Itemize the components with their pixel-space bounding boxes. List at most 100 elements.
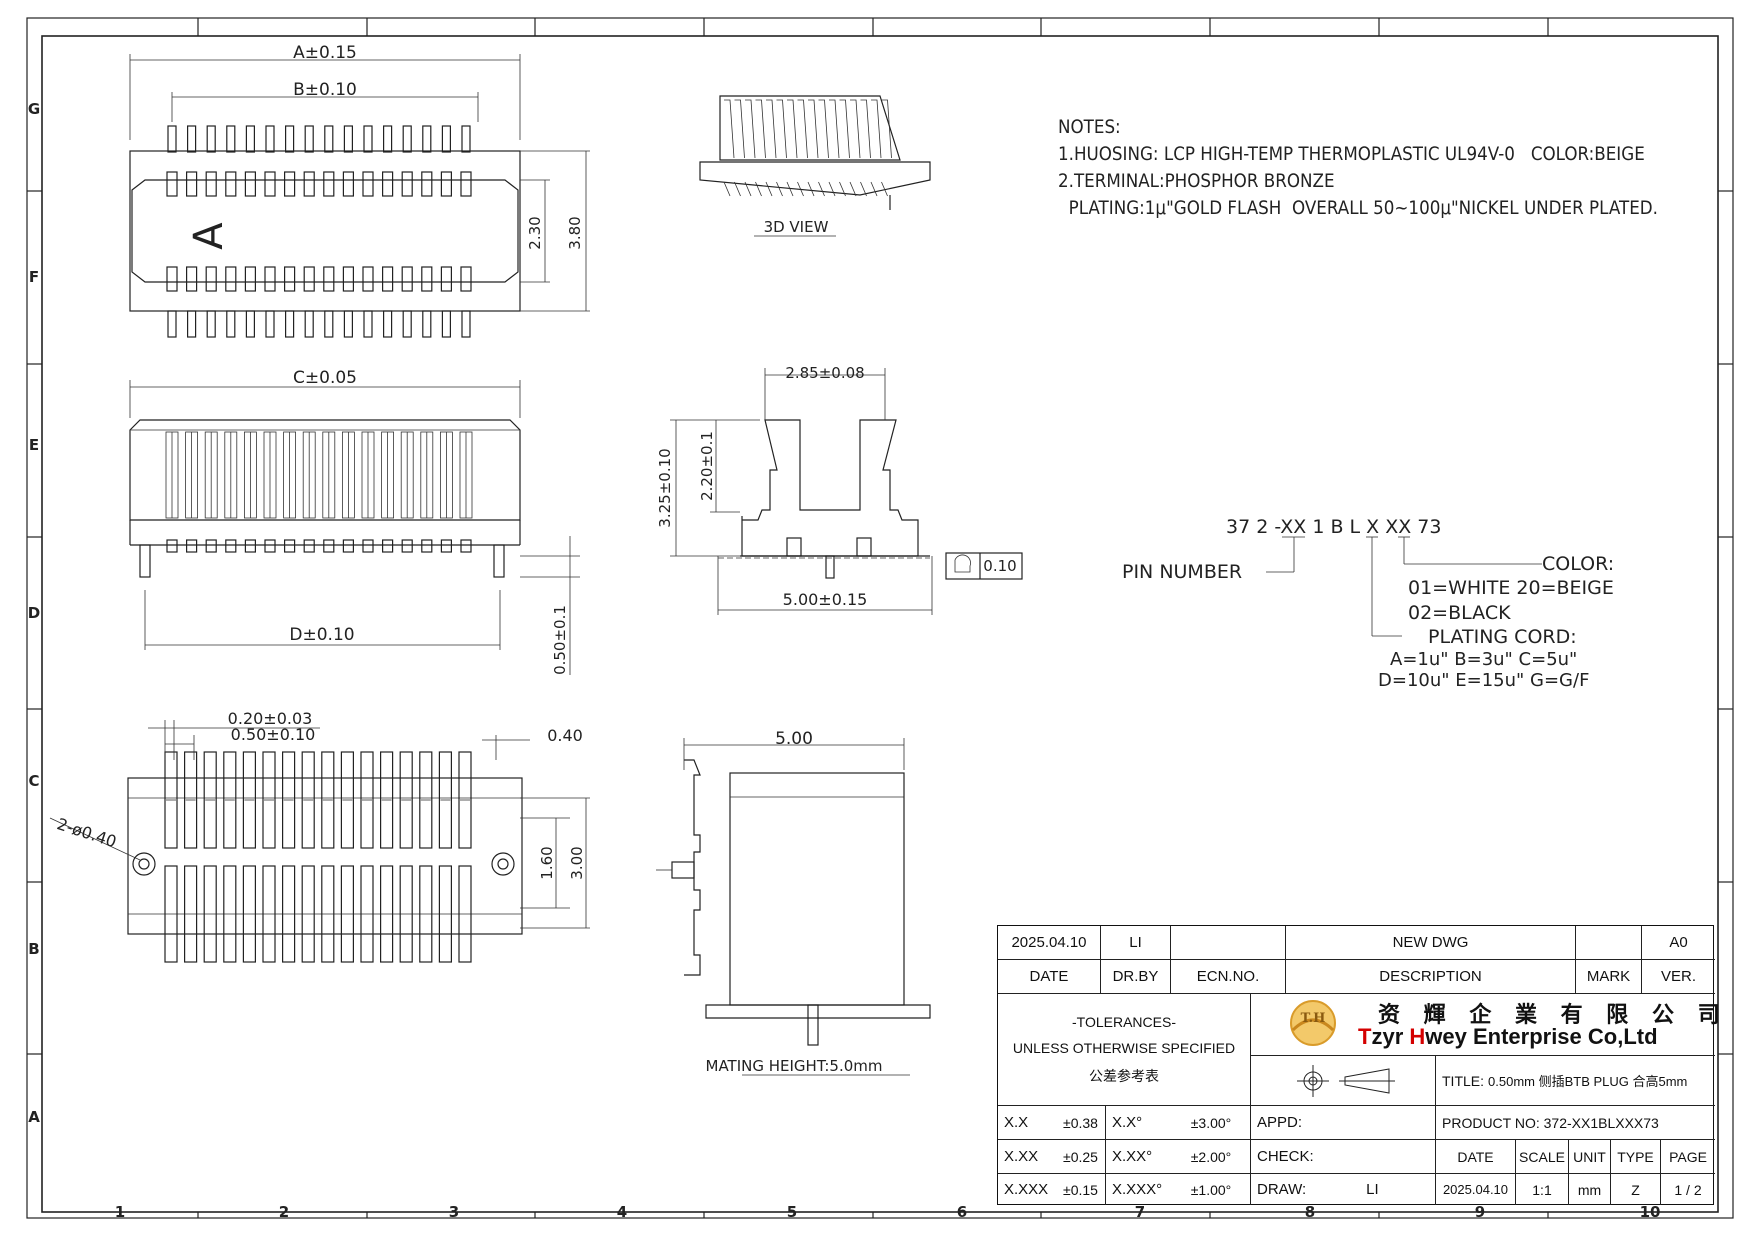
tolerances-box: -TOLERANCES- UNLESS OTHERWISE SPECIFIED … xyxy=(998,994,1251,1106)
tol-subtitle: UNLESS OTHERWISE SPECIFIED xyxy=(1012,1039,1236,1056)
grid-col-8: 8 xyxy=(1305,1203,1315,1221)
pad xyxy=(284,266,296,292)
rev-desc: NEW DWG xyxy=(1286,926,1576,960)
mated-side-view: 5.00 MATING HEIGHT:5.0mm xyxy=(656,729,931,1076)
iso-contact xyxy=(839,99,850,159)
hdr-drby: DR.BY xyxy=(1101,960,1171,994)
iso-leg xyxy=(881,181,888,197)
pad xyxy=(421,266,433,292)
front-view-pads xyxy=(166,539,472,553)
iso-contact xyxy=(850,99,861,159)
iso-leg xyxy=(828,181,836,197)
side-view: 2.85±0.08 3.25±0.10 2.20±0.1 5.00±0.15 0… xyxy=(656,364,1023,615)
title-value: 0.50mm 侧插BTB PLUG 合高5mm xyxy=(1488,1074,1688,1089)
dim-3-25: 3.25±0.10 xyxy=(656,448,674,527)
iso-leg xyxy=(723,181,731,197)
pin xyxy=(321,865,335,963)
pin xyxy=(167,310,177,338)
pad xyxy=(342,171,354,197)
dim-5-00: 5.00 xyxy=(775,729,813,749)
pad xyxy=(244,266,256,292)
iso-leg xyxy=(860,181,867,197)
pin xyxy=(441,310,451,338)
title-label: TITLE: xyxy=(1442,1072,1485,1089)
company-name-zyr: zyr xyxy=(1371,1024,1410,1049)
pin xyxy=(206,125,216,153)
pad xyxy=(303,171,315,197)
val-date: 2025.04.10 xyxy=(1436,1174,1516,1205)
pad xyxy=(225,171,237,197)
dim-c: C±0.05 xyxy=(293,368,357,388)
iso-contact xyxy=(776,99,787,159)
tol-title: -TOLERANCES- xyxy=(1072,1013,1176,1030)
title-box: TITLE: 0.50mm 侧插BTB PLUG 合高5mm xyxy=(1436,1056,1715,1106)
rev-mark xyxy=(1576,926,1642,960)
tol-x3a: X.XXX° xyxy=(1112,1181,1163,1198)
pin xyxy=(184,865,198,963)
dim-0-20: 0.20±0.03 xyxy=(228,709,313,728)
iso-leg xyxy=(797,181,804,197)
grid-row-b: B xyxy=(28,940,39,958)
notes-line-3: PLATING:1μ"GOLD FLASH OVERALL 50~100μ"NI… xyxy=(1058,197,1658,219)
pin xyxy=(422,310,432,338)
pin xyxy=(419,751,433,849)
val-unit: mm xyxy=(1569,1174,1611,1205)
pin xyxy=(321,751,335,849)
pin xyxy=(340,751,354,849)
grid-row-e: E xyxy=(29,436,39,454)
hdr-d: DATE xyxy=(1436,1140,1516,1174)
pin xyxy=(343,310,353,338)
hdr-mark: MARK xyxy=(1576,960,1642,994)
pin xyxy=(383,125,393,153)
pin xyxy=(419,865,433,963)
hdr-date: DATE xyxy=(998,960,1101,994)
company-box xyxy=(1251,994,1715,1056)
bottom-view: 0.20±0.03 0.50±0.10 0.40 2-ø0.40 1.60 3.… xyxy=(49,709,590,963)
grid-row-a: A xyxy=(28,1108,40,1126)
pin xyxy=(438,751,452,849)
iso-contact xyxy=(871,99,882,159)
iso-leg xyxy=(734,181,741,197)
iso-contact xyxy=(797,99,808,159)
pad xyxy=(303,266,315,292)
iso-contact xyxy=(755,99,766,159)
pad xyxy=(382,266,394,292)
pad xyxy=(264,171,276,197)
iso-leg xyxy=(744,181,752,197)
iso-contact xyxy=(860,99,871,159)
pin xyxy=(282,865,296,963)
tol-xxa-v: ±3.00° xyxy=(1172,1106,1251,1140)
3d-view: 3D VIEW xyxy=(699,95,931,237)
grid-col-1: 1 xyxy=(115,1203,125,1221)
projection-symbol xyxy=(1251,1056,1436,1106)
iso-leg xyxy=(807,181,815,197)
pad xyxy=(382,171,394,197)
pad xyxy=(205,539,217,553)
bottom-view-pins xyxy=(164,751,472,963)
pad xyxy=(421,539,433,553)
company-name-h: H xyxy=(1409,1024,1426,1049)
pin xyxy=(399,751,413,849)
pad xyxy=(323,539,335,553)
pin xyxy=(363,125,373,153)
pad xyxy=(244,539,256,553)
peg-left xyxy=(132,852,156,876)
dim-a: A±0.15 xyxy=(293,43,357,63)
pin xyxy=(360,865,374,963)
pin xyxy=(262,751,276,849)
pad xyxy=(401,266,413,292)
pad xyxy=(186,539,198,553)
pin xyxy=(343,125,353,153)
pin xyxy=(380,751,394,849)
pad xyxy=(440,266,452,292)
pin xyxy=(282,751,296,849)
val-type: Z xyxy=(1611,1174,1661,1205)
pin xyxy=(203,865,217,963)
pin xyxy=(265,310,275,338)
product-no: PRODUCT NO: 372-XX1BLXXX73 xyxy=(1436,1106,1715,1140)
grid-col-3: 3 xyxy=(449,1203,459,1221)
rev-drby: LI xyxy=(1101,926,1171,960)
grid-col-4: 4 xyxy=(617,1203,627,1221)
grid-row-g: G xyxy=(28,100,40,118)
hdr-unit: UNIT xyxy=(1569,1140,1611,1174)
